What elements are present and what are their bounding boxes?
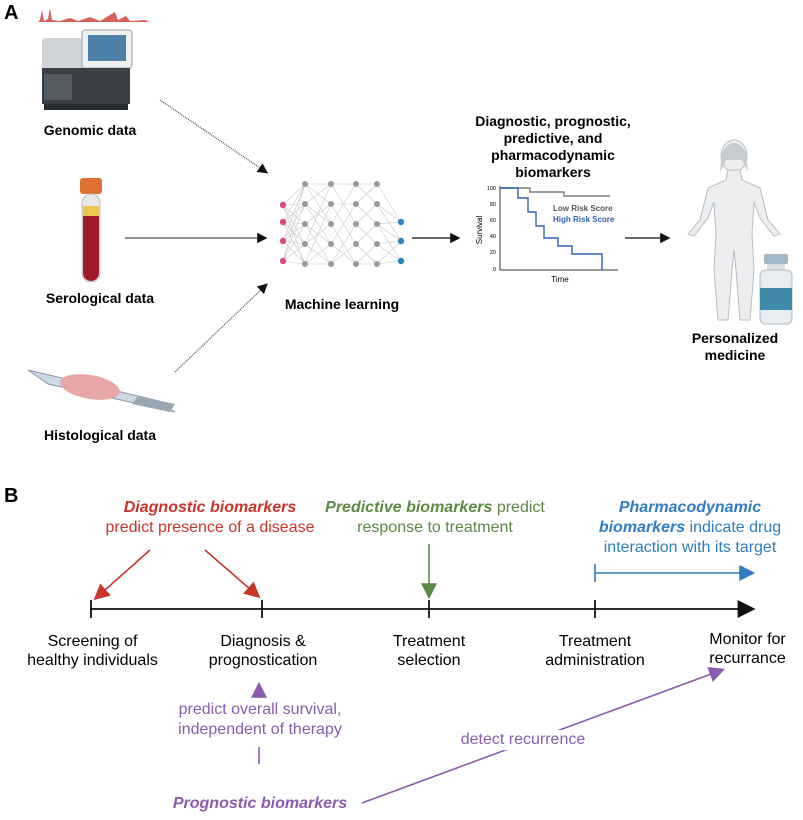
vial-icon — [759, 254, 793, 325]
ytick-0: 0 — [493, 267, 496, 273]
timeline-label-screening-2: healthy individuals — [27, 652, 158, 669]
ytick-20: 20 — [490, 250, 496, 256]
survival-xlabel: Time — [551, 275, 569, 284]
diagnostic-arrow-right — [204, 549, 261, 599]
prognostic-survival-line-2: independent of therapy — [178, 721, 342, 738]
prognostic-recurrence-text: detect recurrence — [428, 730, 618, 750]
biomarkers-title-line-1: Diagnostic, prognostic, — [475, 113, 631, 129]
timeline-label-screening: Screening of healthy individuals — [20, 632, 165, 670]
high-risk-curve — [500, 187, 603, 270]
biomarkers-title-line-3: pharmacodynamic — [491, 147, 615, 163]
timeline-label-administration-2: administration — [545, 652, 645, 669]
diagnostic-biomarkers-text: Diagnostic biomarkers predict presence o… — [60, 498, 360, 538]
pharmacodynamic-biomarkers-title-2: biomarkers — [598, 519, 686, 536]
pharmacodynamic-biomarkers-description: interaction with its target — [603, 539, 777, 556]
timeline-label-selection: Treatment selection — [374, 632, 484, 670]
timeline-label-monitor-2: recurrance — [709, 650, 786, 667]
diagnostic-biomarkers-title: Diagnostic biomarkers — [123, 499, 297, 516]
blood-tube-icon — [80, 178, 102, 283]
sequencer-icon — [38, 8, 150, 110]
timeline-label-monitor: Monitor for recurrance — [695, 630, 800, 668]
panel-b-timeline-and-arrows — [90, 544, 756, 804]
ytick-40: 40 — [490, 234, 496, 240]
timeline-label-selection-2: selection — [397, 652, 461, 669]
panel-label-a: A — [4, 2, 19, 24]
prognostic-survival-text: predict overall survival, independent of… — [150, 700, 370, 740]
diagnostic-arrow-left — [93, 549, 151, 601]
ytick-100: 100 — [487, 186, 496, 192]
personalized-medicine-line-1: Personalized — [691, 330, 779, 346]
pharmacodynamic-biomarkers-title-1: Pharmacodynamic — [618, 499, 762, 516]
survival-curve-chart: 100 80 60 40 20 0 Survival Time Low Risk… — [475, 186, 618, 284]
timeline-label-monitor-1: Monitor for — [709, 631, 786, 648]
panel-a-network-and-arrows — [125, 99, 671, 373]
legend-low-risk: Low Risk Score — [553, 204, 613, 213]
prognostic-survival-line-1: predict overall survival, — [178, 701, 342, 718]
timeline-label-administration: Treatment administration — [535, 632, 655, 670]
arrow-histological-to-ml — [174, 283, 268, 373]
predictive-biomarkers-text: Predictive biomarkers predict response t… — [300, 498, 570, 538]
neural-network-connections — [282, 183, 402, 265]
timeline-label-diagnosis: Diagnosis & prognostication — [198, 632, 328, 670]
predictive-biomarkers-inline: predict — [496, 499, 545, 516]
prognostic-biomarkers-title: Prognostic biomarkers — [172, 795, 348, 812]
low-risk-curve — [500, 187, 610, 197]
arrow-genomic-to-ml — [159, 99, 269, 174]
biomarkers-title-line-4: biomarkers — [515, 164, 591, 180]
timeline-label-diagnosis-2: prognostication — [208, 652, 318, 669]
survival-ylabel: Survival — [475, 216, 484, 245]
neural-network-nodes — [279, 181, 405, 267]
genomic-data-label: Genomic data — [43, 122, 137, 138]
biomarkers-title: Diagnostic, prognostic, predictive, and … — [468, 113, 638, 181]
histological-data-label: Histological data — [43, 427, 157, 443]
predictive-biomarkers-description: response to treatment — [357, 519, 513, 536]
predictive-biomarkers-title: Predictive biomarkers — [325, 499, 493, 516]
ytick-60: 60 — [490, 218, 496, 224]
diagnostic-biomarkers-description: predict presence of a disease — [105, 519, 315, 536]
ytick-80: 80 — [490, 202, 496, 208]
pharmacodynamic-biomarkers-inline: indicate drug — [689, 519, 782, 536]
timeline-label-selection-1: Treatment — [392, 633, 466, 650]
legend-high-risk: High Risk Score — [553, 215, 615, 224]
biomarkers-title-line-2: predictive, and — [503, 130, 603, 146]
personalized-medicine-label: Personalized medicine — [670, 330, 800, 364]
serological-data-label: Serological data — [45, 290, 155, 306]
histology-slide-icon — [27, 369, 176, 413]
pharmacodynamic-biomarkers-text: Pharmacodynamic biomarkers indicate drug… — [580, 498, 800, 558]
timeline-label-diagnosis-1: Diagnosis & — [220, 633, 306, 650]
human-figure-icon — [687, 139, 781, 321]
machine-learning-label: Machine learning — [284, 296, 400, 312]
timeline-label-administration-1: Treatment — [558, 633, 632, 650]
panel-label-b: B — [4, 485, 19, 507]
timeline-label-screening-1: Screening of — [47, 633, 138, 650]
personalized-medicine-line-2: medicine — [704, 347, 766, 363]
